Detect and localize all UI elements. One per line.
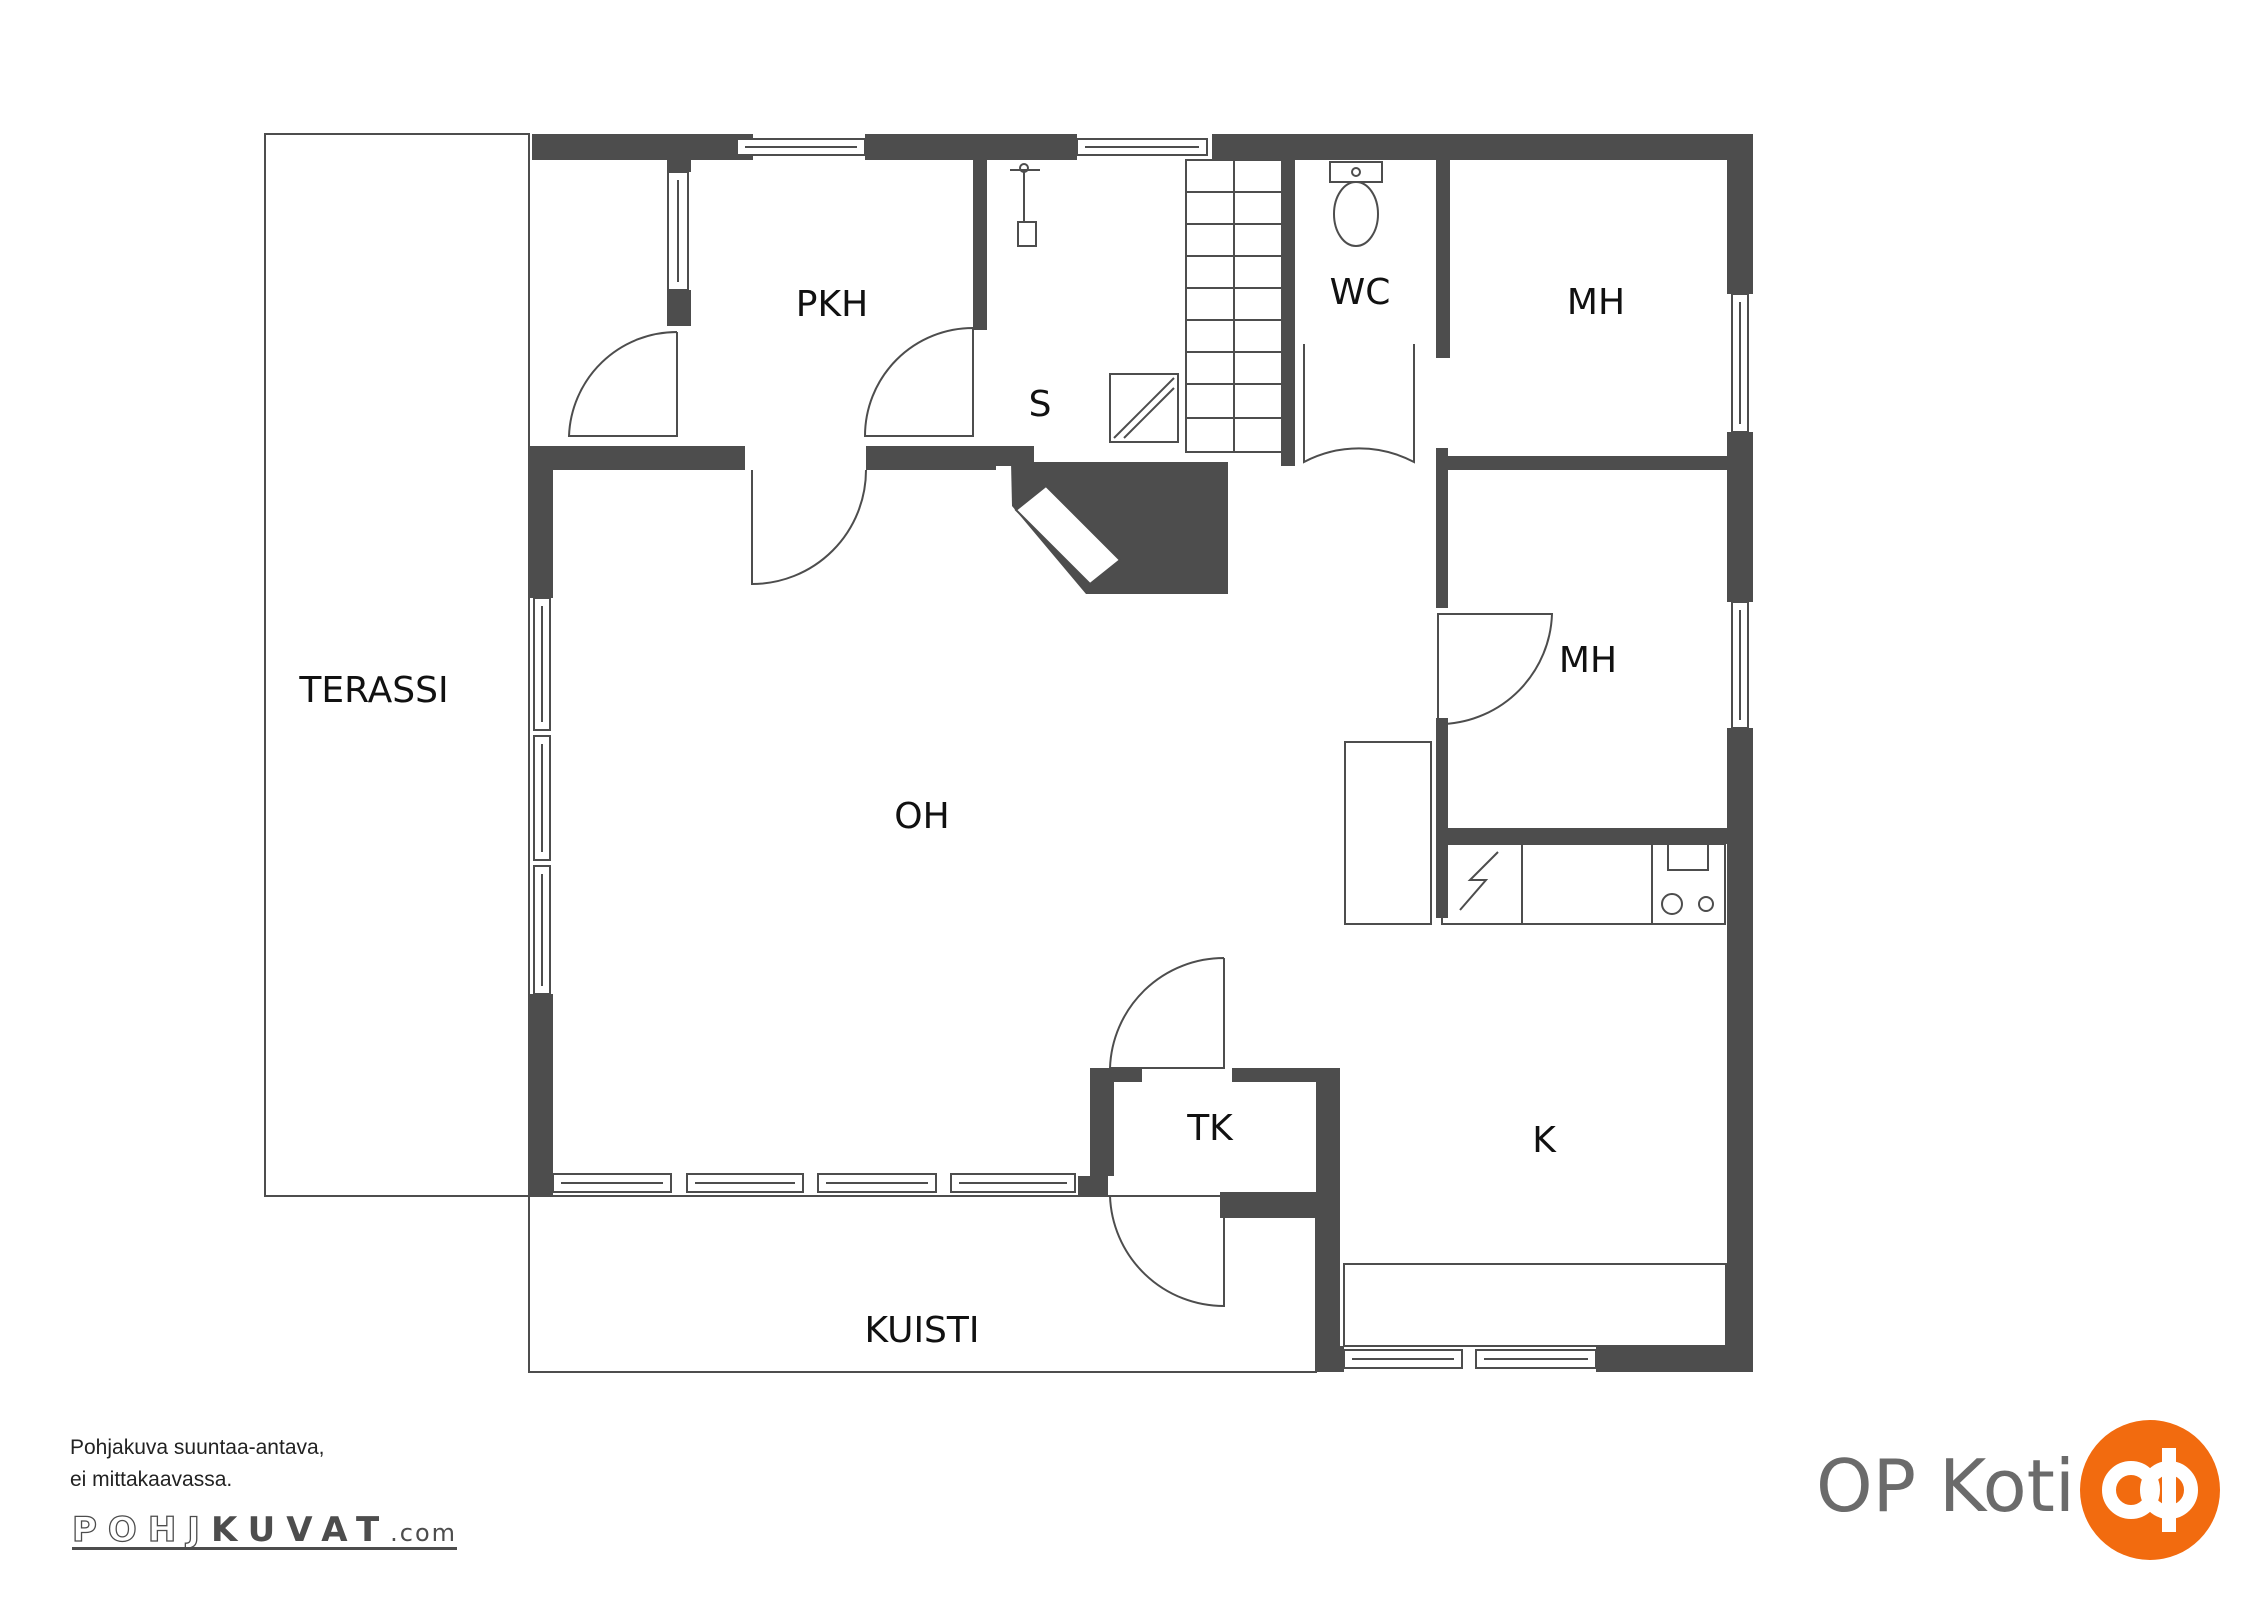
room-label-pkh: PKH [796, 284, 868, 325]
stair-landing [1011, 462, 1228, 594]
terrace-outline [264, 133, 530, 1197]
disclaimer-line-2: ei mittakaavassa. [70, 1468, 233, 1491]
pohjakuvat-logo-underline [72, 1547, 458, 1550]
pohjakuvat-logo-part1: POHJ [71, 1509, 211, 1550]
pohjakuvat-logo: POHJKUVAT.com [71, 1509, 458, 1551]
room-label-tk: TK [1186, 1108, 1234, 1149]
kitchen-counter [1343, 741, 1727, 1347]
stairs [1185, 159, 1283, 453]
room-label-mh-top: MH [1567, 282, 1625, 323]
desk [1014, 484, 1122, 586]
room-label-mh-mid: MH [1559, 640, 1617, 681]
disclaimer-note: Pohjakuva suuntaa-antava, ei mittakaavas… [70, 1432, 325, 1496]
room-label-k: K [1532, 1120, 1557, 1161]
op-koti-wordmark: OP Koti [1816, 1444, 2075, 1528]
toilet [1329, 161, 1383, 247]
disclaimer-line-1: Pohjakuva suuntaa-antava, [70, 1436, 325, 1459]
pohjakuvat-logo-part3: .com [390, 1519, 458, 1547]
interior-walls [529, 160, 1753, 1196]
room-label-kuisti: KUISTI [864, 1310, 979, 1351]
sauna-stove [1109, 373, 1179, 443]
room-label-oh: OH [894, 796, 949, 837]
doors [528, 160, 1554, 1308]
room-label-wc: WC [1330, 272, 1391, 313]
room-label-terassi: TERASSI [298, 670, 448, 711]
pohjakuvat-logo-part2: KUVAT [210, 1510, 391, 1550]
shower-fixture [1010, 163, 1040, 247]
windows [533, 138, 1749, 1369]
op-logo-icon [2080, 1420, 2220, 1560]
room-label-s: S [1029, 384, 1052, 425]
